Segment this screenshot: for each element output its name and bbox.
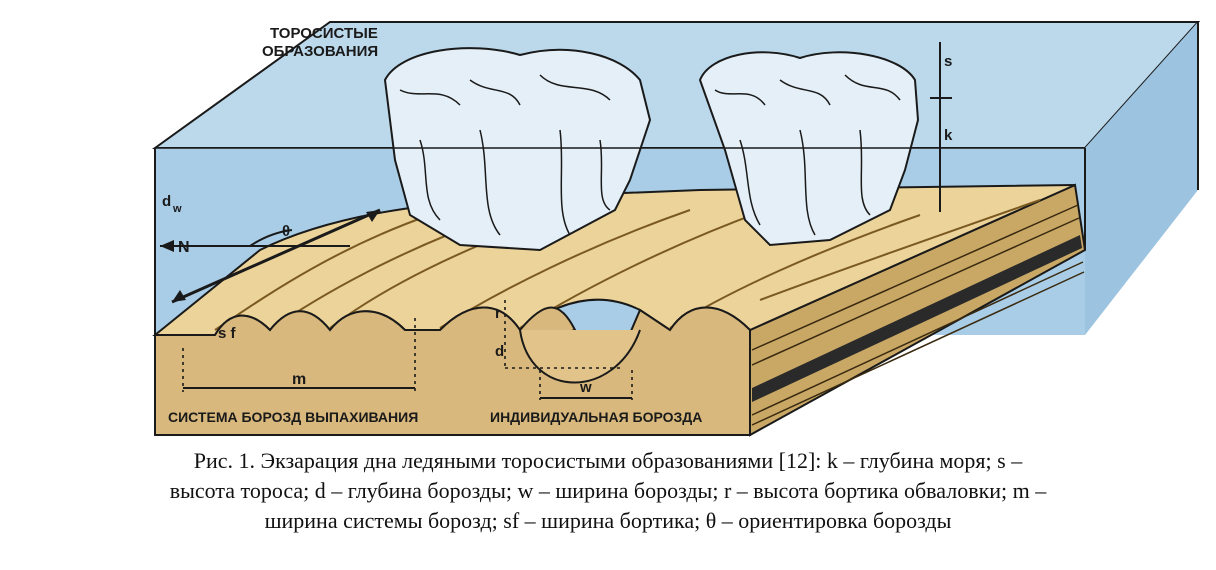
scour-direction-line [171,208,381,304]
k-label: k [944,127,953,144]
figure-caption: Рис. 1. Экзарация дна ледяными торосисты… [20,446,1196,536]
dimension-lines [182,300,633,400]
caption-line-2: высота тороса; d – глубина борозды; w – … [169,478,1047,503]
r-label: r [495,305,501,322]
caption-line-1: Рис. 1. Экзарация дна ледяными торосисты… [193,448,1023,473]
ice-hummock-right-texture [714,74,901,236]
sediment-front-face [154,306,751,436]
theta-arc [249,229,293,247]
caption-line-3: ширина системы борозд; sf – ширина борти… [264,508,952,533]
sf-label: s f [218,325,237,342]
scour-ridges [214,199,1041,331]
sediment-layer-lines [751,204,1085,426]
m-label: m [292,371,306,388]
individual-scour-label: ИНДИВИДУАЛЬНАЯ БОРОЗДА [490,409,702,425]
direction-arrow-head-1 [366,210,380,222]
w-label: w [579,379,592,396]
d-label: d [495,343,504,360]
dw-label: d [162,193,171,210]
hummocks-label-line2: ОБРАЗОВАНИЯ [262,43,378,60]
s-label: s [944,53,952,70]
scour-system-label: СИСТЕМА БОРОЗД ВЫПАХИВАНИЯ [168,409,418,425]
ice-gouging-diagram: ТОРОСИСТЫЕ ОБРАЗОВАНИЯ d w N θ s k s f r… [151,21,1201,437]
water-side-face [1085,22,1198,335]
block-outline [154,148,750,436]
dw-subscript: w [172,203,182,215]
ice-hummock-left-texture [399,74,611,236]
individual-scour [519,329,641,384]
north-label: N [178,239,190,256]
dimension-arrows [183,42,952,399]
direction-arrow-head-2 [172,290,186,302]
hummocks-label-line1: ТОРОСИСТЫЕ [270,25,378,42]
sediment-layer-dark [752,235,1082,402]
north-arrow-head [160,240,174,252]
theta-label: θ [282,223,290,240]
